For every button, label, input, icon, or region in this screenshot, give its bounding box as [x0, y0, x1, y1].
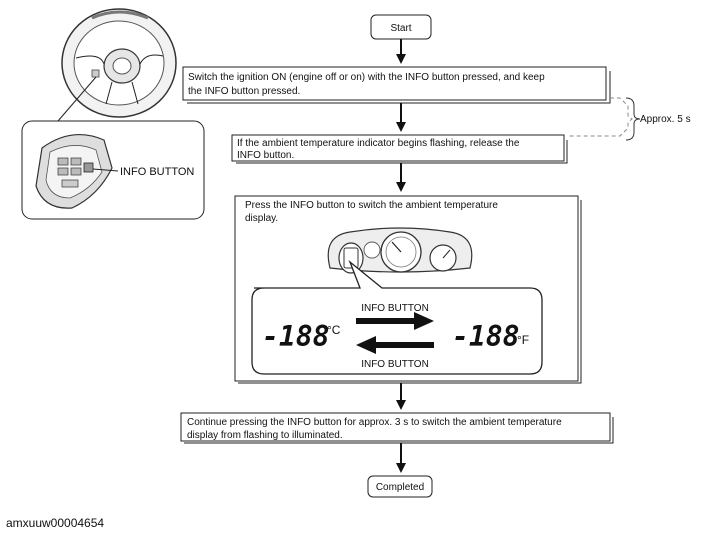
- step-1-line-1: Switch the ignition ON (engine off or on…: [188, 72, 545, 83]
- right-arrow-icon: [356, 312, 434, 330]
- display-panel: -188 °C INFO BUTTON INFO BUTTON -188 °F: [251, 259, 543, 375]
- step-4-line-2: display from flashing to illuminated.: [187, 430, 343, 441]
- start-terminal: Start: [370, 14, 432, 40]
- info-button-callout: INFO BUTTON: [120, 166, 194, 178]
- duration-bracket: Approx. 5 s: [568, 97, 691, 141]
- arrow-top-label: INFO BUTTON: [361, 303, 429, 314]
- completed-terminal: Completed: [367, 475, 433, 498]
- step-4-box: Continue pressing the INFO button for ap…: [180, 412, 614, 444]
- step-2-line-2: INFO button.: [237, 150, 294, 161]
- step-3-line-2: display.: [245, 213, 278, 224]
- fahrenheit-unit: °F: [517, 333, 529, 347]
- step-2-line-1: If the ambient temperature indicator beg…: [237, 138, 520, 149]
- completed-label: Completed: [376, 482, 424, 493]
- step-1-line-2: the INFO button pressed.: [188, 86, 300, 97]
- start-label: Start: [390, 23, 411, 34]
- celsius-unit: °C: [327, 323, 341, 337]
- switch-zoom-illustration: INFO BUTTON: [21, 120, 205, 220]
- step-4-line-1: Continue pressing the INFO button for ap…: [187, 417, 562, 428]
- left-arrow-icon: [356, 336, 434, 354]
- step-1-box: Switch the ignition ON (engine off or on…: [182, 66, 611, 104]
- step-2-box: If the ambient temperature indicator beg…: [231, 134, 568, 164]
- duration-label: Approx. 5 s: [640, 114, 691, 125]
- step-3-box: Press the INFO button to switch the ambi…: [234, 195, 582, 384]
- step-3-line-1: Press the INFO button to switch the ambi…: [245, 200, 498, 211]
- steering-wheel-illustration: [57, 8, 177, 122]
- instrument-cluster-illustration: [327, 227, 473, 274]
- fahrenheit-readout: -188: [452, 320, 519, 353]
- arrow-bottom-label: INFO BUTTON: [361, 359, 429, 370]
- celsius-readout: -188: [262, 320, 329, 353]
- figure-id-caption: amxuuw00004654: [6, 516, 105, 530]
